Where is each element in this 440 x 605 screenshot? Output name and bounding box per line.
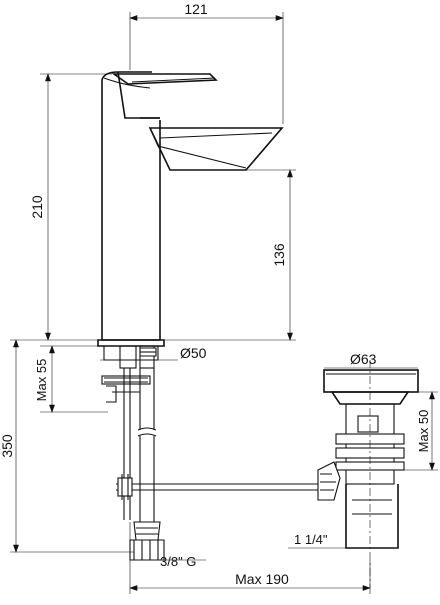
faucet-body <box>97 71 284 361</box>
dim-dia-50-label: Ø50 <box>180 345 207 361</box>
dim-3-8-g-label: 3/8" G <box>160 554 196 569</box>
dim-dia-63-label: Ø63 <box>350 351 377 367</box>
dim-max-55-label: Max 55 <box>34 359 49 402</box>
popup-waste <box>317 360 419 588</box>
dimension-lines <box>10 12 438 594</box>
dim-max-190-label: Max 190 <box>235 571 289 587</box>
dim-121-label: 121 <box>184 1 208 17</box>
mounting-assembly <box>101 345 318 561</box>
dimension-labels: 121 210 136 Max 55 Ø50 350 Ø63 Max 50 1 … <box>0 1 431 587</box>
dim-max-50-label: Max 50 <box>416 410 431 453</box>
dim-136-label: 136 <box>271 243 287 267</box>
dim-1-1-4-label: 1 1/4" <box>294 532 328 547</box>
dim-350-label: 350 <box>0 434 15 458</box>
dim-210-label: 210 <box>29 195 45 219</box>
